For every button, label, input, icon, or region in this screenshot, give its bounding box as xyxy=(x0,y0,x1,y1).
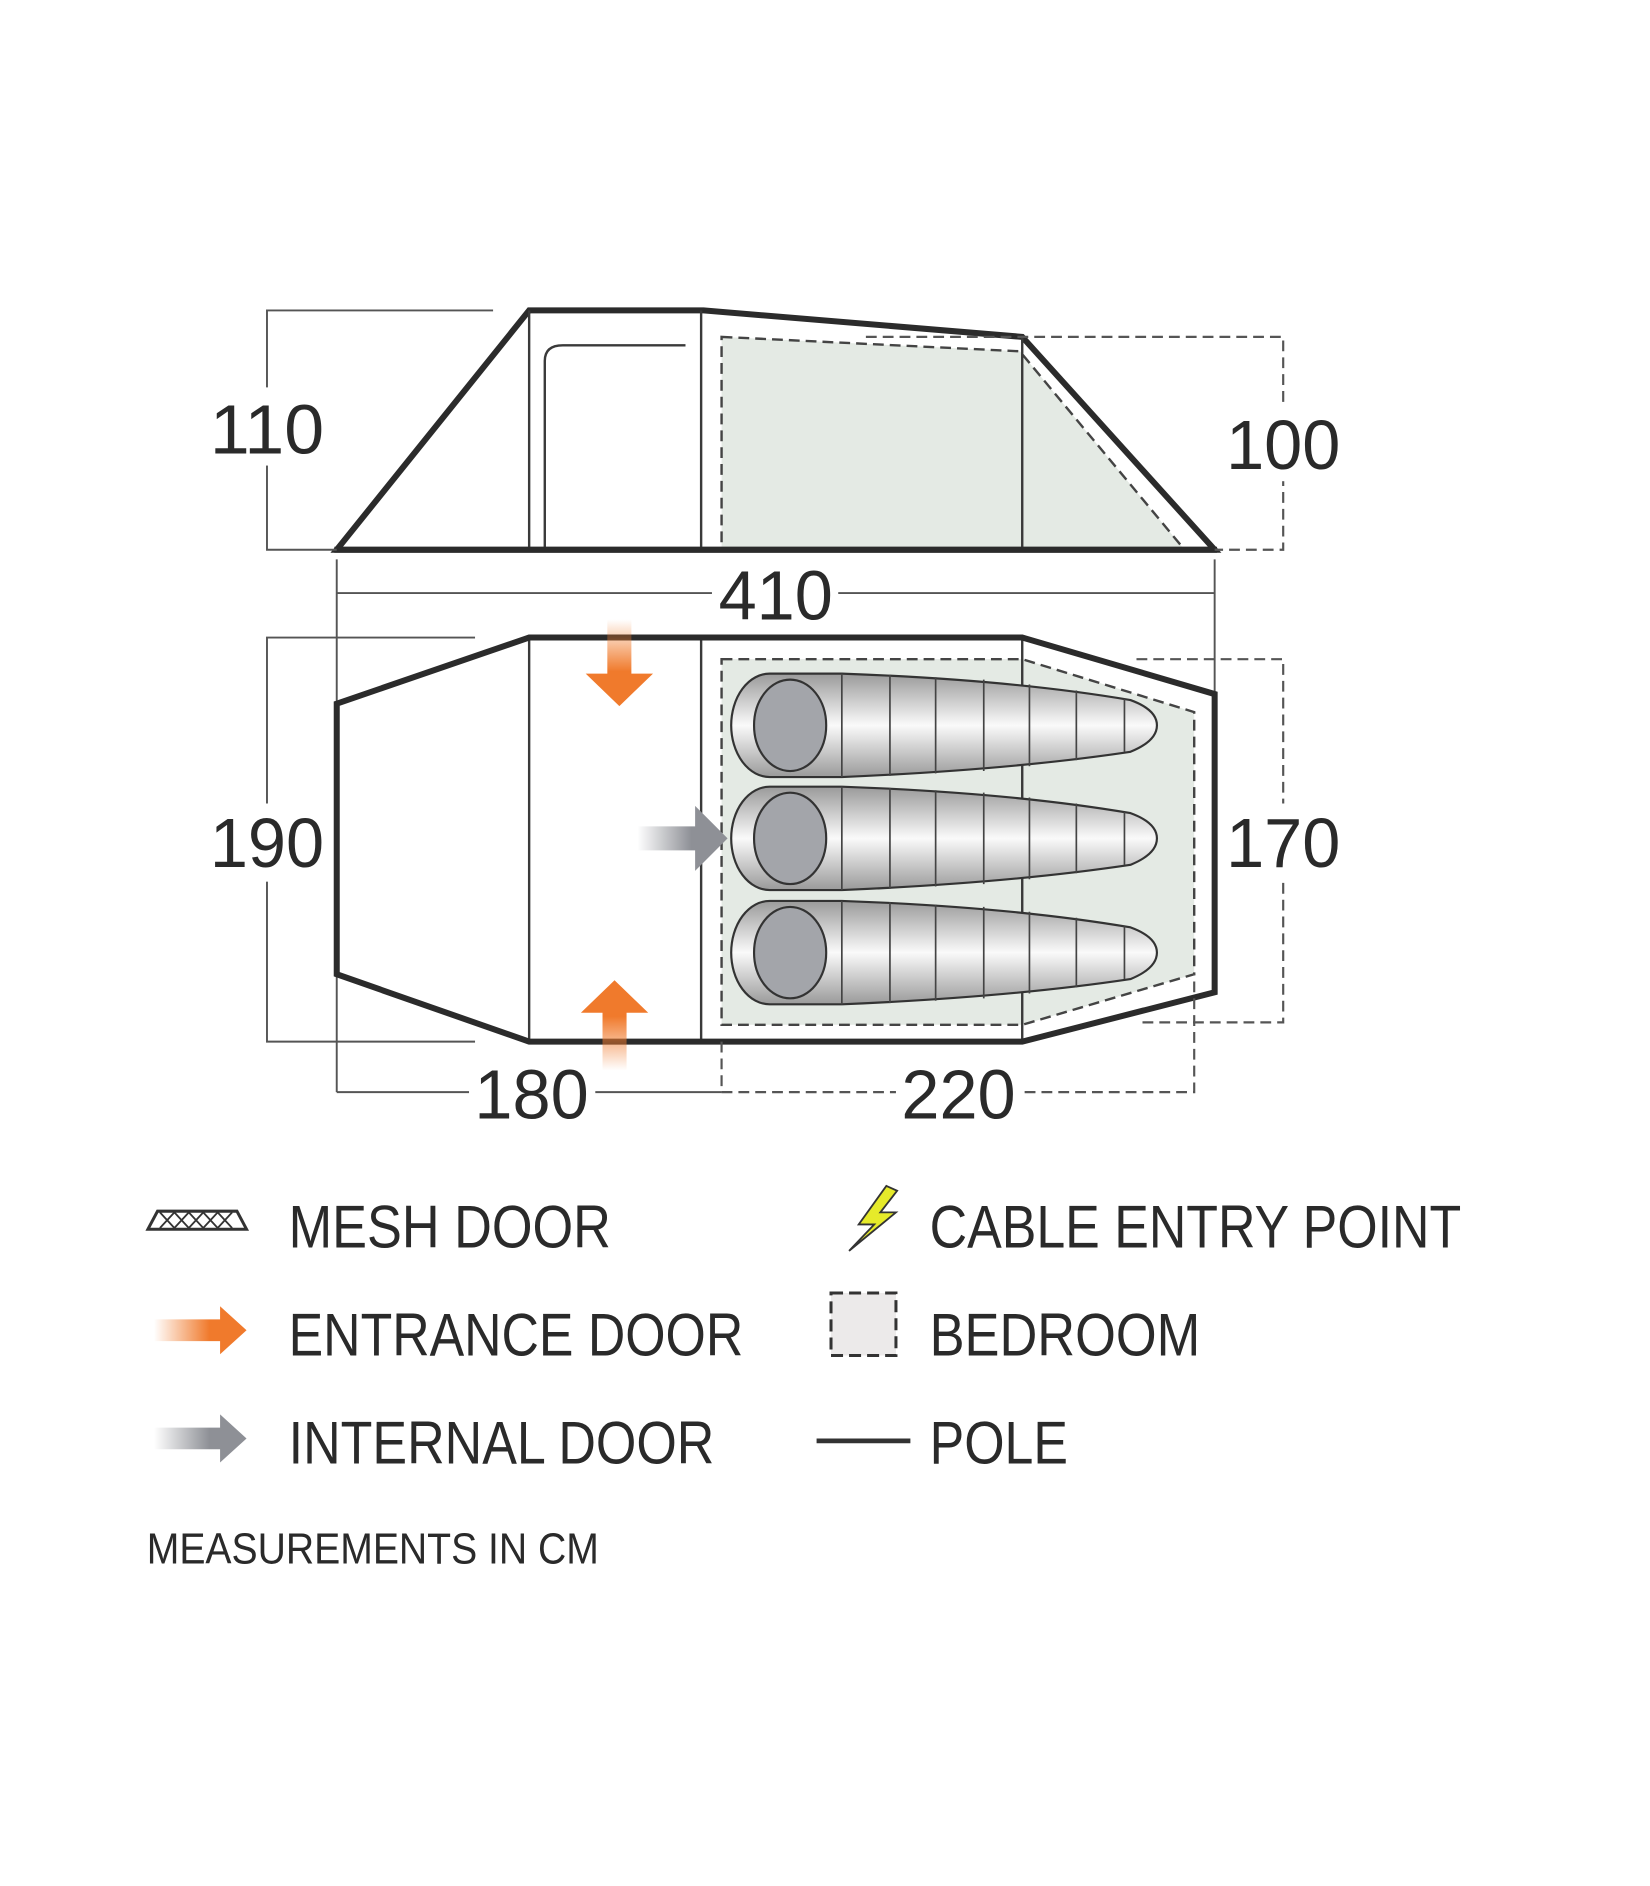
internal-door-arrow xyxy=(637,805,728,871)
dim-220: 220 xyxy=(720,974,1196,1134)
side-view xyxy=(330,307,1222,553)
cable-entry-bolt-icon xyxy=(848,1184,899,1252)
height-front-label: 110 xyxy=(210,391,324,469)
legend-cable-entry-point: CABLE ENTRY POINT xyxy=(930,1193,1462,1260)
legend: MESH DOOR ENTRANCE DOOR INTERNAL DOOR CA… xyxy=(145,1184,1462,1574)
dim-170: 170 xyxy=(1136,658,1345,1024)
entrance-arrow-top xyxy=(585,619,654,707)
legend-bedroom: BEDROOM xyxy=(930,1302,1201,1369)
legend-entrance-door: ENTRANCE DOOR xyxy=(289,1302,744,1369)
plan-view xyxy=(333,619,1218,1071)
mesh-door-icon xyxy=(145,1209,250,1231)
side-door-outline xyxy=(543,344,686,550)
width-front-label: 190 xyxy=(210,804,324,882)
dim-110: 110 xyxy=(206,309,494,551)
bedroom-icon xyxy=(829,1291,898,1358)
entrance-arrow-bottom xyxy=(580,980,649,1071)
total-length-label: 410 xyxy=(719,556,833,634)
dim-190: 190 xyxy=(206,636,476,1043)
entrance-door-icon xyxy=(153,1306,247,1355)
height-rear-label: 100 xyxy=(1226,406,1340,484)
bedroom-length-label: 220 xyxy=(901,1056,1015,1134)
plan-outline xyxy=(333,634,1218,1045)
internal-door-icon xyxy=(153,1414,247,1463)
legend-internal-door: INTERNAL DOOR xyxy=(289,1410,715,1477)
porch-length-label: 180 xyxy=(474,1056,588,1134)
dim-410: 410 xyxy=(335,556,1216,1093)
width-rear-label: 170 xyxy=(1226,804,1340,882)
legend-pole: POLE xyxy=(930,1410,1068,1477)
dim-100: 100 xyxy=(865,335,1345,551)
dim-180: 180 xyxy=(336,1056,722,1134)
measurements-note: MEASUREMENTS IN CM xyxy=(147,1526,599,1574)
legend-mesh-door: MESH DOOR xyxy=(289,1193,611,1260)
